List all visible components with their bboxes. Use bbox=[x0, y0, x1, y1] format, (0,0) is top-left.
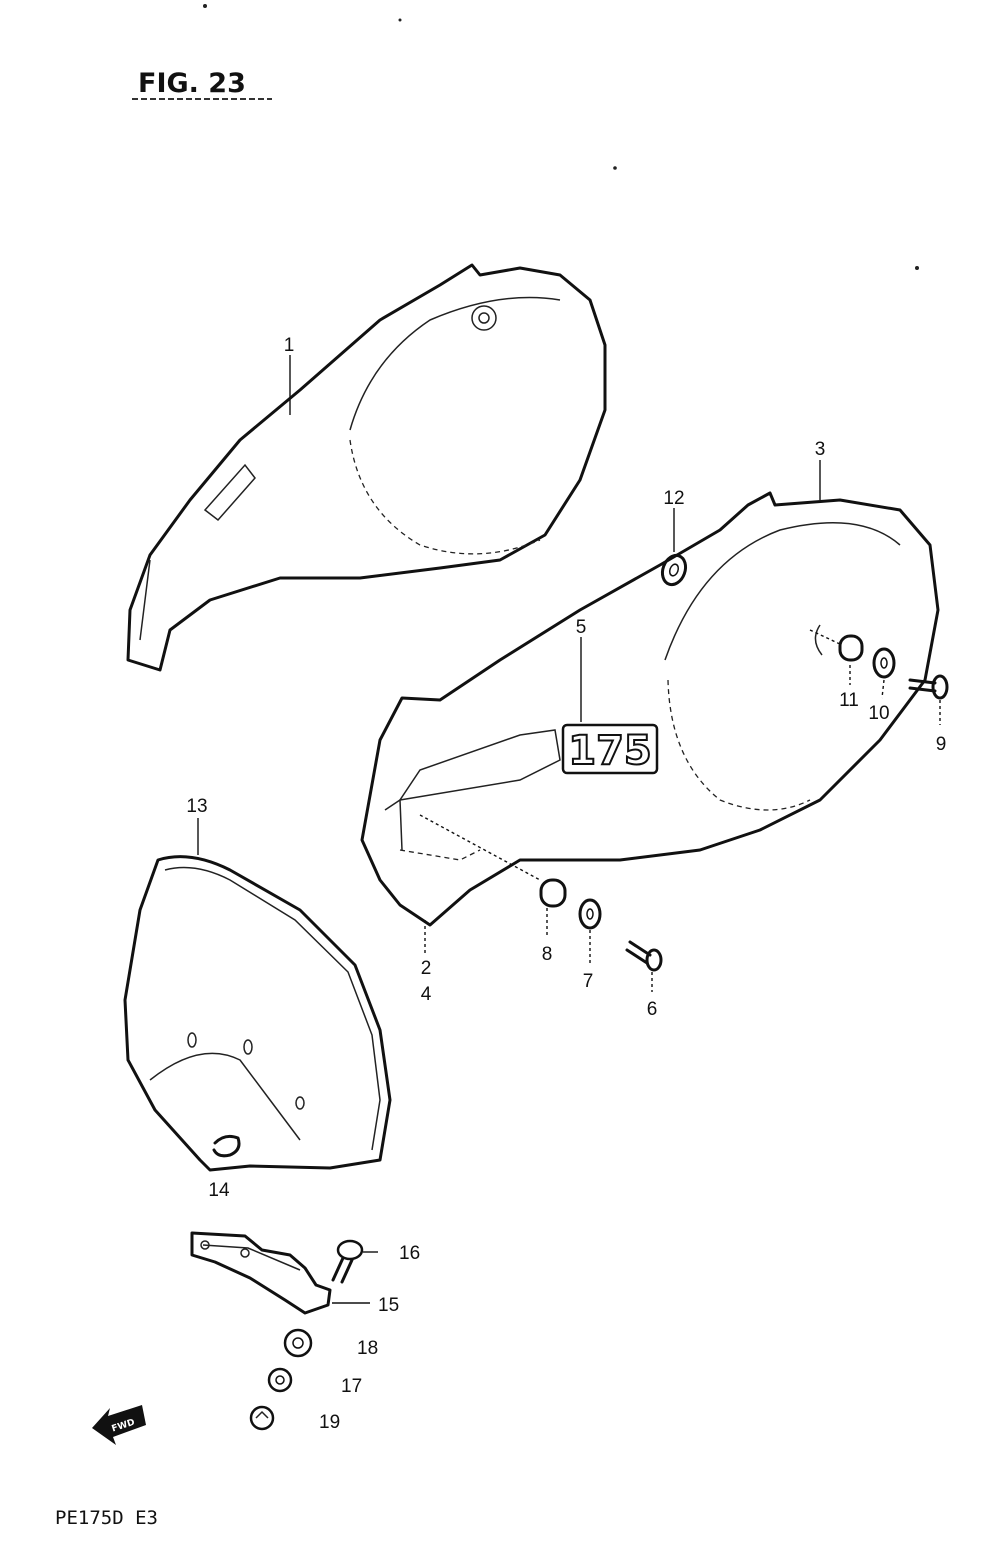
callout-14: 14 bbox=[208, 1180, 230, 1201]
washer-10 bbox=[872, 647, 896, 679]
callout-18: 18 bbox=[357, 1338, 378, 1359]
callout-17: 17 bbox=[341, 1376, 362, 1397]
washer-7 bbox=[578, 898, 602, 930]
leader-10 bbox=[881, 679, 885, 699]
callout-7: 7 bbox=[583, 971, 594, 992]
speck bbox=[203, 4, 207, 8]
model-code: PE175D E3 bbox=[55, 1507, 158, 1529]
side-panel bbox=[123, 855, 392, 1172]
collar-11 bbox=[814, 624, 864, 662]
callout-12: 12 bbox=[663, 488, 684, 509]
clip-part bbox=[212, 1134, 241, 1158]
callout-9: 9 bbox=[936, 734, 947, 755]
assembly-line-8 bbox=[419, 814, 541, 881]
callout-2: 2 bbox=[421, 958, 432, 979]
speck bbox=[398, 18, 402, 22]
emblem-text: 175 bbox=[568, 728, 652, 774]
collar-8 bbox=[539, 878, 567, 908]
speck bbox=[613, 166, 617, 170]
callout-19: 19 bbox=[319, 1412, 340, 1433]
figure-title: FIG. 23 bbox=[138, 68, 246, 99]
bolt-16 bbox=[331, 1239, 364, 1284]
callout-10: 10 bbox=[868, 703, 889, 724]
callout-15: 15 bbox=[378, 1295, 399, 1316]
nut-17 bbox=[267, 1367, 293, 1393]
speck bbox=[915, 266, 919, 270]
grommet-12 bbox=[660, 553, 688, 587]
washer-18 bbox=[283, 1328, 313, 1358]
bracket bbox=[190, 1231, 332, 1315]
forward-arrow-icon: FWD bbox=[92, 1405, 146, 1445]
callout-6: 6 bbox=[647, 999, 658, 1020]
callout-13: 13 bbox=[186, 796, 207, 817]
callout-11: 11 bbox=[839, 690, 859, 711]
callout-1: 1 bbox=[284, 335, 295, 356]
callout-5: 5 bbox=[576, 617, 587, 638]
callout-16: 16 bbox=[399, 1243, 420, 1264]
nut-19 bbox=[249, 1405, 275, 1431]
screw-9 bbox=[908, 674, 949, 700]
callout-4: 4 bbox=[421, 984, 432, 1005]
callout-3: 3 bbox=[815, 439, 826, 460]
screw-6 bbox=[625, 940, 663, 972]
left-side-cover bbox=[126, 263, 607, 672]
emblem-175: 175 bbox=[561, 723, 659, 775]
callout-8: 8 bbox=[542, 944, 553, 965]
right-side-cover bbox=[360, 491, 940, 927]
